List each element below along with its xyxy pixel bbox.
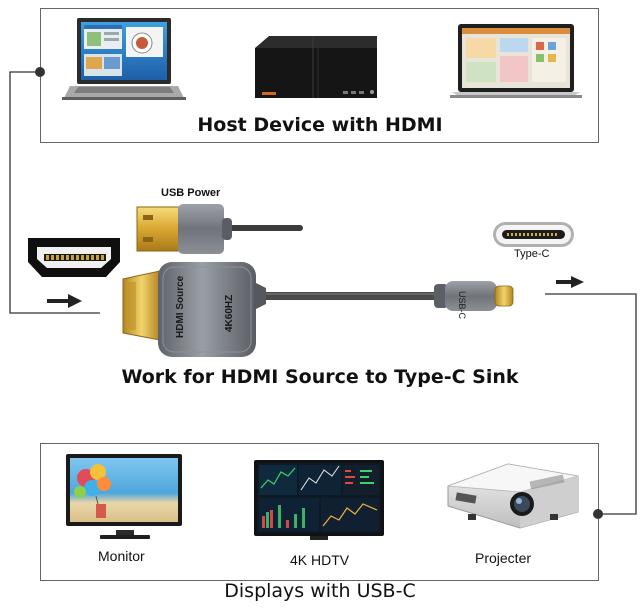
- arrow-left-icon: [47, 294, 82, 308]
- usb-c-plug-text: USB-C: [457, 291, 467, 320]
- type-c-label: Type-C: [514, 248, 550, 260]
- laptop-right-icon: [450, 24, 582, 98]
- hdmi-port-icon: [28, 238, 120, 277]
- desktop-tower-icon: [255, 36, 377, 98]
- usb-power-label: USB Power: [161, 187, 221, 199]
- typec-port-icon: [493, 222, 574, 247]
- hdmi-source-plug-text: HDMI Source: [175, 275, 186, 338]
- host-connector-dot: [35, 67, 45, 77]
- host-devices-title: Host Device with HDMI: [197, 114, 443, 136]
- monitor-label: Monitor: [98, 548, 145, 564]
- main-title: Work for HDMI Source to Type-C Sink: [121, 366, 519, 388]
- laptop-left-icon: [62, 18, 186, 100]
- monitor-icon: [66, 454, 182, 539]
- tv-icon: [254, 460, 384, 540]
- hdmi-4k60hz-plug-text: 4K60HZ: [224, 295, 235, 332]
- hdtv-label: 4K HDTV: [290, 552, 350, 568]
- hdmi-plug-icon: [122, 262, 266, 357]
- typec-plug-icon: [434, 281, 514, 311]
- displays-title: Displays with USB-C: [224, 580, 416, 602]
- projector-label: Projecter: [475, 550, 532, 566]
- usb-power-plug-icon: [136, 204, 232, 254]
- display-connector-dot: [593, 509, 603, 519]
- display-connector-line: [545, 293, 637, 515]
- arrow-right-icon: [556, 276, 584, 288]
- host-connector-line: [9, 71, 100, 314]
- projector-icon: [447, 463, 579, 529]
